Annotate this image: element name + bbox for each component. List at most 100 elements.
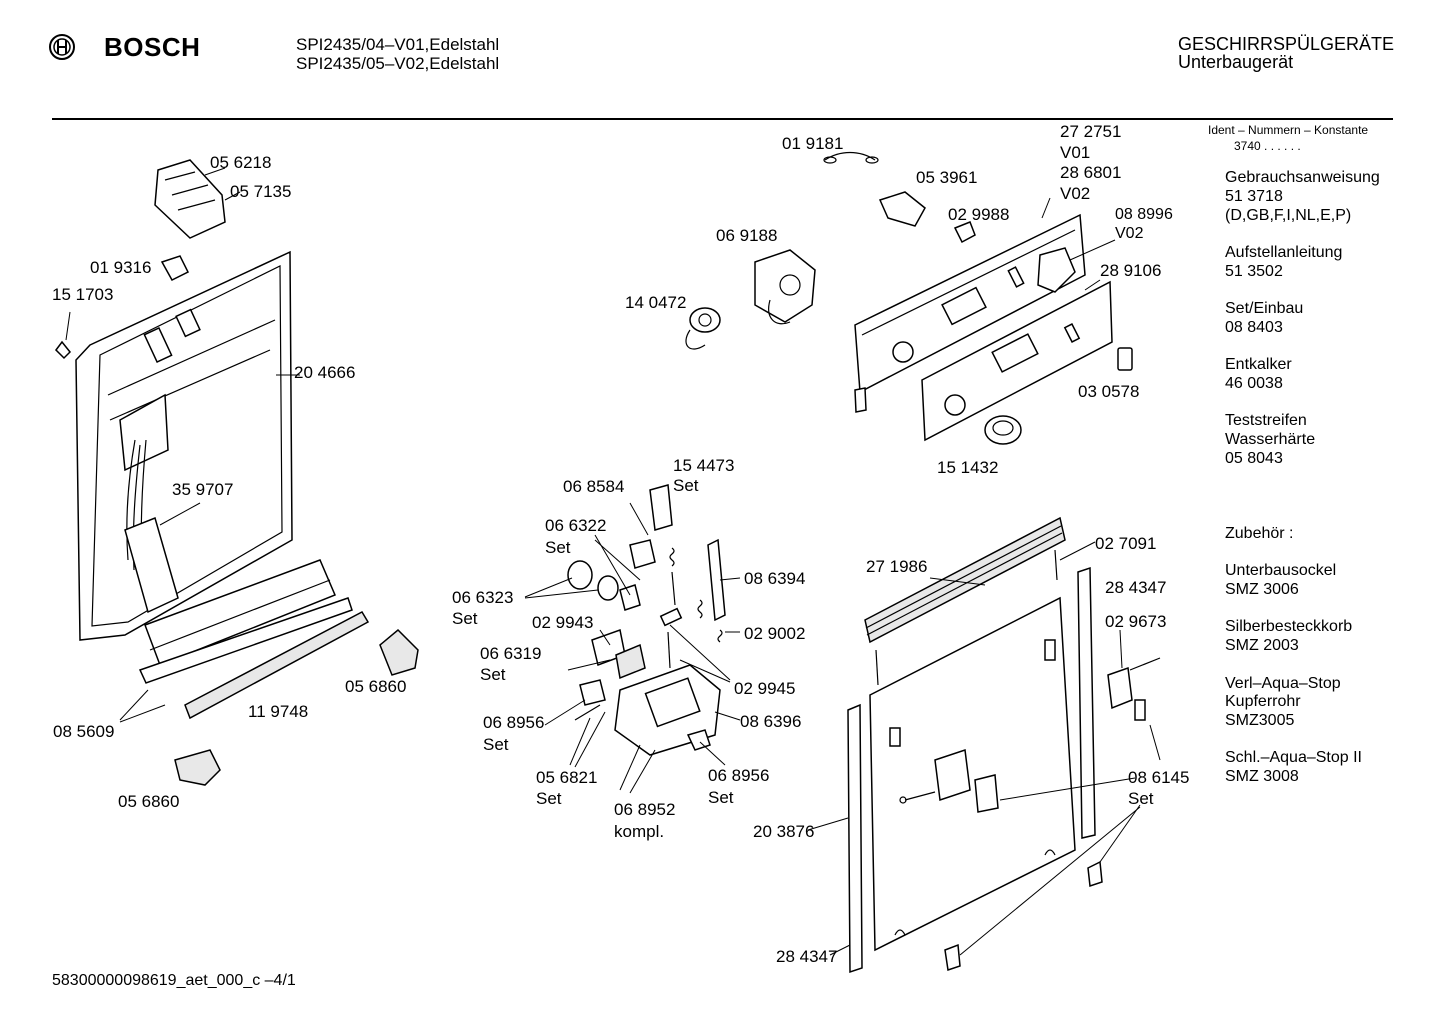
hinge-cover-056860-bottom [174, 749, 221, 786]
part-label: 08 6394 [744, 569, 806, 588]
part-label: 06 6319 [480, 644, 542, 663]
clip-029988 [953, 221, 976, 244]
part-label: 15 1703 [52, 285, 114, 304]
part-label: 27 2751 [1060, 122, 1122, 141]
part-label: 03 0578 [1078, 382, 1140, 401]
accessory-line: SMZ 2003 [1225, 637, 1299, 654]
part-label: Set [480, 665, 506, 684]
part-label: 28 6801 [1060, 163, 1122, 182]
lever-068584 [629, 539, 656, 569]
leads-right [807, 541, 1161, 956]
accessories-title: Zubehör : [1225, 525, 1294, 542]
part-label: 20 3876 [753, 822, 815, 841]
document-id: 58300000098619_aet_000_c –4/1 [52, 972, 296, 989]
part-label: 06 8952 [614, 800, 676, 819]
part-label: 02 9945 [734, 679, 796, 698]
part-label: Set [673, 476, 699, 495]
doc-item-name: Set/Einbau [1225, 300, 1304, 317]
doc-item-name: Aufstellanleitung [1225, 244, 1343, 261]
dispenser-assembly-068952 [579, 629, 721, 756]
part-label: 02 9988 [948, 205, 1010, 224]
part-label: 06 6323 [452, 588, 514, 607]
accessory-line: SMZ 3008 [1225, 768, 1299, 785]
rod-086394 [707, 538, 726, 622]
channel-bracket-359707 [124, 502, 201, 614]
part-label: 28 4347 [776, 947, 838, 966]
accessory-line: SMZ3005 [1225, 712, 1295, 729]
hinge-029673 [1107, 657, 1161, 721]
part-label: 05 6218 [210, 153, 272, 172]
doc-item-line: 46 0038 [1225, 375, 1283, 392]
part-label: V01 [1060, 143, 1091, 162]
knob-151432 [984, 415, 1022, 445]
bracket-088996 [1037, 247, 1076, 293]
hinge-cover-056860-right [379, 628, 419, 676]
bracket-154473 [649, 484, 673, 531]
part-label: 05 3961 [916, 168, 978, 187]
part-label: 15 4473 [673, 456, 735, 475]
brand-name: BOSCH [104, 32, 201, 62]
part-label: 01 9181 [782, 134, 844, 153]
part-label: V02 [1060, 184, 1091, 203]
decor-frame-271986 [864, 516, 1066, 644]
bracket-053961 [878, 191, 926, 227]
seal-strip-119748 [184, 611, 370, 720]
doc-item-line: 05 8043 [1225, 450, 1283, 467]
leads-top [1041, 197, 1116, 291]
part-label: 27 1986 [866, 557, 928, 576]
part-label: 08 6396 [740, 712, 802, 731]
part-label: Set [452, 609, 478, 628]
part-label: Set [708, 788, 734, 807]
doc-item-line: Wasserhärte [1225, 431, 1316, 448]
doc-item-line: 51 3502 [1225, 263, 1283, 280]
doc-item-line: 08 8403 [1225, 319, 1283, 336]
accessory-name: Verl–Aqua–Stop [1225, 675, 1341, 692]
part-label: 35 9707 [172, 480, 234, 499]
part-label: 02 9673 [1105, 612, 1167, 631]
button-030578 [1117, 347, 1133, 371]
doc-item-name: Gebrauchsanweisung [1225, 169, 1380, 186]
doc-item-name: Entkalker [1225, 356, 1292, 373]
part-label: 05 6860 [345, 677, 407, 696]
control-panel-272751 [854, 213, 1086, 413]
part-label: Set [536, 789, 562, 808]
part-label: 20 4666 [294, 363, 356, 382]
part-label: 08 5609 [53, 722, 115, 741]
ident-value: 3740 . . . . . . [1234, 139, 1301, 153]
part-label: 05 7135 [230, 182, 292, 201]
part-label: V02 [1115, 225, 1144, 242]
leads-left [204, 167, 300, 376]
part-label: Set [483, 735, 509, 754]
part-label: 14 0472 [625, 293, 687, 312]
part-label: 06 8956 [483, 713, 545, 732]
knob-140472 [685, 307, 721, 350]
accessory-name: Unterbausockel [1225, 562, 1337, 579]
pins-right [875, 549, 1058, 686]
header-divider [52, 118, 1393, 120]
accessory-line: Kupferrohr [1225, 693, 1301, 710]
part-label: 01 9316 [90, 258, 152, 277]
screw-151703 [55, 311, 72, 360]
door-latch-module [154, 159, 226, 239]
accessory-name: Silberbesteckkorb [1225, 618, 1353, 635]
ident-title: Ident – Nummern – Konstante [1208, 123, 1369, 137]
part-label: 05 6860 [118, 792, 180, 811]
clips-086145 [944, 860, 1103, 971]
part-label: 02 7091 [1095, 534, 1157, 553]
part-label: 06 8584 [563, 477, 625, 496]
leads-085609 [119, 689, 166, 723]
part-label: 06 6322 [545, 516, 607, 535]
small-clip [160, 255, 190, 281]
part-label: 15 1432 [937, 458, 999, 477]
seal-066322 [567, 560, 641, 611]
part-label: 05 6821 [536, 768, 598, 787]
part-label: 06 9188 [716, 226, 778, 245]
part-label: 28 9106 [1100, 261, 1162, 280]
cover-289106 [921, 280, 1113, 442]
part-label: 08 6145 [1128, 768, 1190, 787]
part-label: 02 9943 [532, 613, 594, 632]
side-strip-284347 [1077, 566, 1096, 839]
accessory-line: SMZ 3006 [1225, 581, 1299, 598]
leads-center [524, 502, 741, 794]
part-label: 06 8956 [708, 766, 770, 785]
